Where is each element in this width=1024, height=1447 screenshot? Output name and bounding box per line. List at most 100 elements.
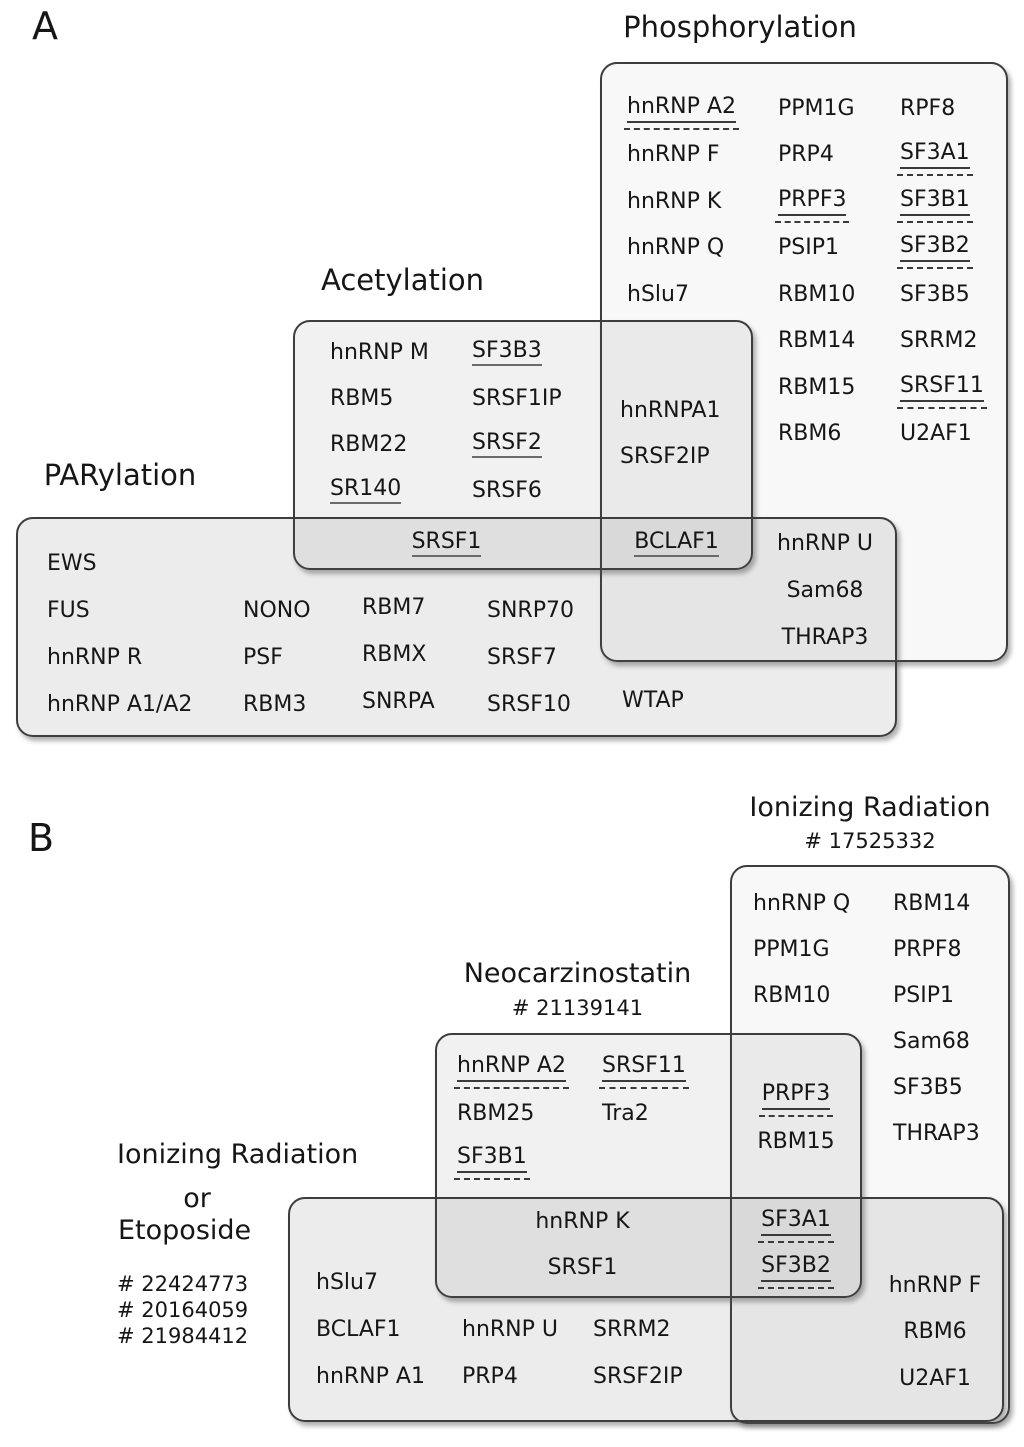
- neocarzinostatin-box: [435, 1033, 862, 1298]
- parylation-only-column-2: NONO PSF RBM3: [243, 587, 311, 728]
- protein-label: RPF8: [900, 95, 956, 121]
- protein-label: SF3A1: [897, 132, 984, 179]
- phosphorylation-only-column-1: hnRNP A2 hnRNP F hnRNP K hnRNP Q hSlu7: [624, 85, 739, 318]
- protein-label: RBM7: [362, 595, 426, 620]
- protein-label: RBM15: [778, 374, 856, 400]
- protein-label: SRSF2IP: [593, 1364, 683, 1389]
- ionizing-radiation-ref: # 17525332: [804, 829, 936, 853]
- protein-label: PSF: [243, 645, 283, 670]
- protein-label: PRPF3: [732, 1072, 860, 1118]
- parylation-title: PARylation: [43, 458, 197, 492]
- phosphorylation-box: [600, 62, 1008, 662]
- ir-or-etoposide-box: [288, 1197, 1004, 1422]
- protein-label: PSIP1: [893, 982, 954, 1008]
- protein-label: RBM14: [778, 328, 856, 354]
- protein-label: hnRNP Q: [627, 235, 725, 261]
- triple-overlap-panel-a: BCLAF1: [600, 520, 753, 566]
- protein-label: hSlu7: [627, 281, 689, 307]
- protein-label: RBM15: [757, 1128, 835, 1154]
- protein-label: U2AF1: [899, 1365, 971, 1391]
- protein-label: RBM3: [243, 692, 307, 717]
- ir-or-etoposide-title-line1: Ionizing Radiation: [117, 1139, 359, 1170]
- protein-label: RBM5: [330, 385, 394, 411]
- protein-label: SRSF2: [472, 421, 562, 467]
- protein-label: PSIP1: [778, 235, 839, 261]
- protein-label: SRRM2: [593, 1317, 671, 1342]
- protein-label: U2AF1: [900, 421, 972, 447]
- protein-label: SRSF11: [599, 1045, 689, 1091]
- protein-label: RBM25: [457, 1100, 535, 1126]
- protein-label: # 21984412: [117, 1324, 249, 1348]
- protein-label: hnRNP A2: [454, 1045, 569, 1091]
- protein-label: Sam68: [893, 1028, 970, 1054]
- panel-a-label: A: [32, 4, 58, 48]
- protein-label: hnRNPA1: [620, 397, 721, 423]
- protein-label: SF3B2: [732, 1245, 860, 1291]
- protein-label: hnRNP R: [47, 645, 143, 670]
- protein-label: RBM10: [778, 281, 856, 307]
- protein-label: RBM6: [778, 421, 842, 447]
- protein-label: SF3B5: [900, 281, 970, 307]
- protein-label: hnRNP A2: [624, 85, 739, 132]
- protein-label: RBM10: [753, 982, 831, 1008]
- protein-label: RBMX: [362, 642, 427, 667]
- protein-label: PRP4: [778, 142, 834, 168]
- protein-label: PRPF3: [774, 178, 855, 225]
- panel-b-label: B: [28, 816, 55, 860]
- protein-label: SRSF1: [547, 1254, 618, 1280]
- etoposide-only-column-2: hnRNP U PRP4: [462, 1306, 558, 1400]
- protein-label: hnRNP U: [462, 1317, 558, 1342]
- protein-label: FUS: [47, 598, 90, 623]
- protein-label: SF3B5: [893, 1074, 963, 1100]
- ncs-etoposide-overlap: hnRNP K SRSF1: [435, 1199, 730, 1290]
- protein-label: SF3B2: [897, 225, 984, 272]
- protein-label: hnRNP F: [888, 1272, 982, 1298]
- protein-label: Tra2: [602, 1100, 649, 1126]
- protein-label: WTAP: [622, 687, 684, 713]
- parylation-box: [16, 517, 897, 737]
- protein-label: RBM22: [330, 431, 408, 457]
- protein-label: SF3B3: [472, 329, 562, 375]
- protein-label: NONO: [243, 598, 311, 623]
- acetylation-box: [293, 320, 753, 570]
- protein-label: SF3A1: [732, 1199, 860, 1245]
- protein-label: SRSF6: [472, 477, 542, 503]
- protein-label: hnRNP K: [535, 1209, 630, 1235]
- protein-label: BCLAF1: [600, 520, 753, 566]
- ir-or-etoposide-title-line2: or: [183, 1183, 211, 1214]
- protein-label: EWS: [47, 551, 97, 576]
- protein-label: SF3B1: [897, 178, 984, 225]
- protein-label: PPM1G: [753, 936, 830, 962]
- neocarzinostatin-ref: # 21139141: [511, 996, 644, 1020]
- protein-label: PRPF8: [893, 936, 962, 962]
- acetylation-parylation-overlap: SRSF1: [293, 520, 600, 566]
- protein-label: hnRNP U: [777, 531, 873, 556]
- protein-label: SRSF10: [487, 692, 571, 717]
- protein-label: # 22424773: [117, 1272, 249, 1296]
- protein-label: SRSF1IP: [472, 385, 562, 411]
- protein-label: hnRNP M: [330, 339, 429, 365]
- protein-label: SRSF2IP: [620, 443, 710, 469]
- ionizing-radiation-box: [730, 865, 1010, 1424]
- protein-label: hnRNP A1: [316, 1364, 425, 1389]
- protein-label: hnRNP K: [627, 188, 722, 214]
- protein-label: hnRNP F: [627, 142, 720, 168]
- protein-label: PRP4: [462, 1364, 518, 1389]
- protein-label: BCLAF1: [316, 1317, 401, 1342]
- protein-label: PPM1G: [778, 95, 855, 121]
